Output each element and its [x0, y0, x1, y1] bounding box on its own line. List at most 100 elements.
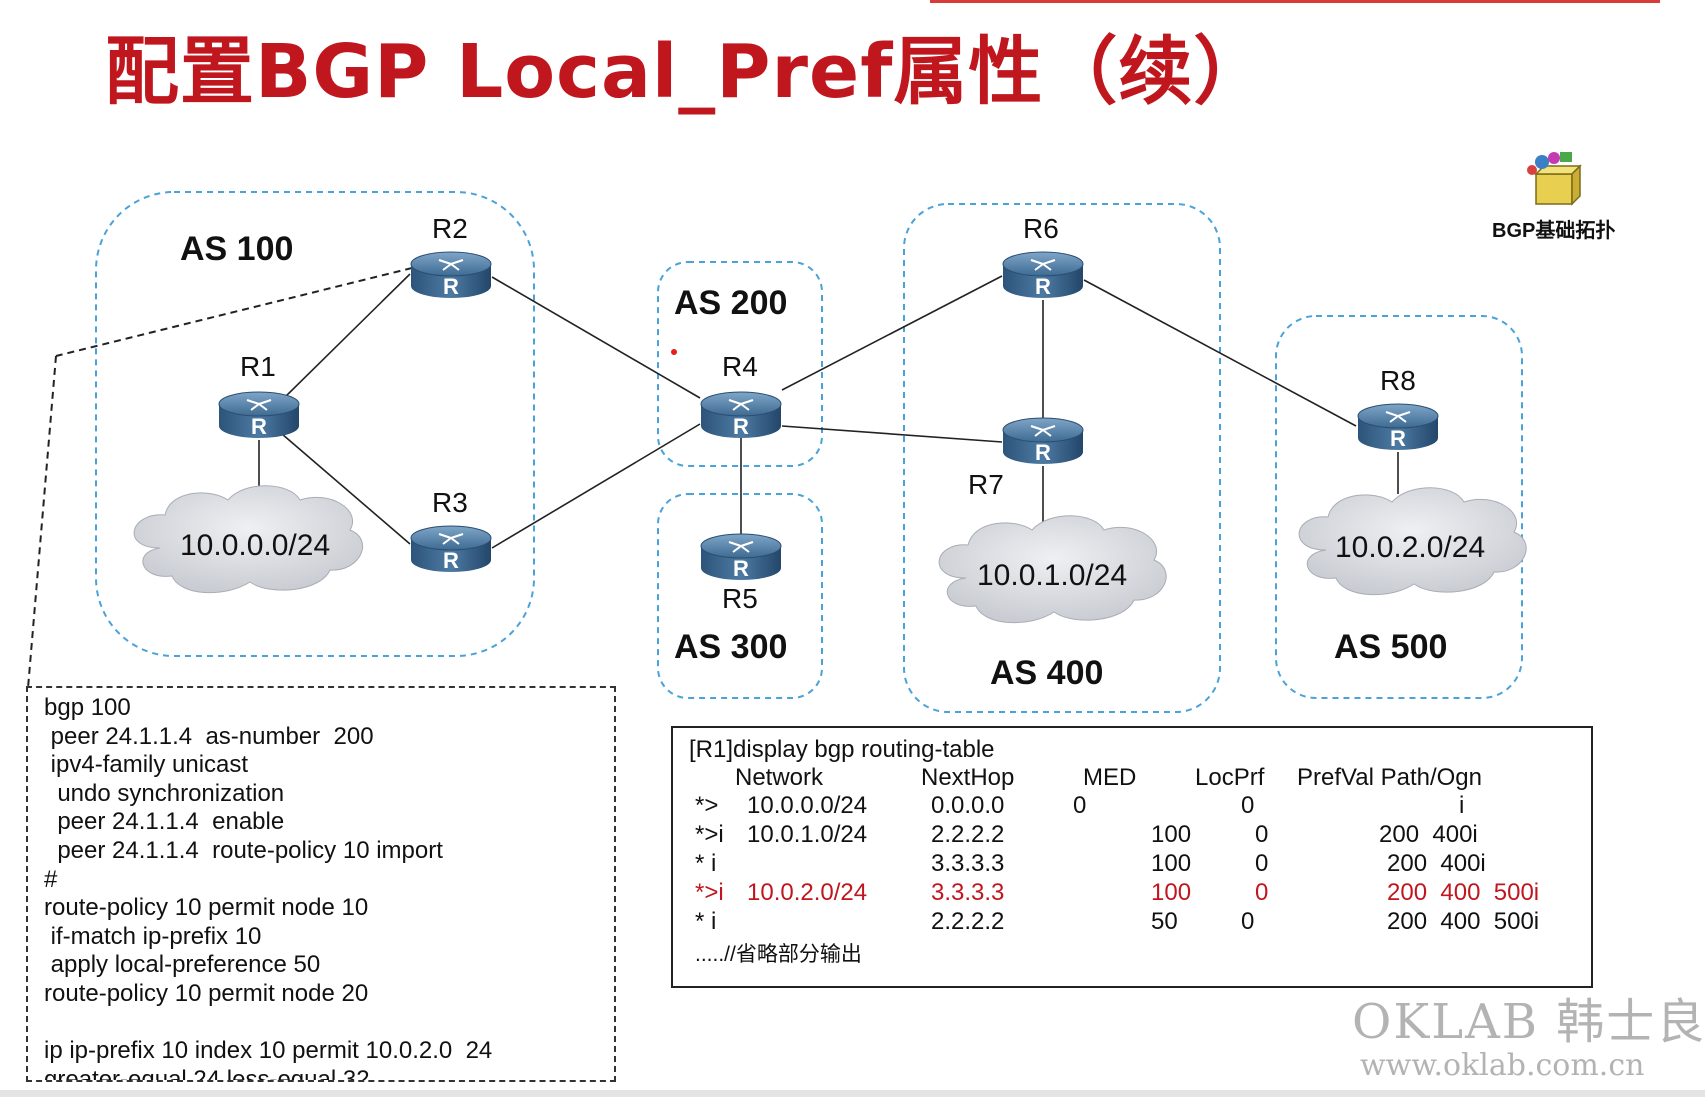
cloud-10-0-0-0	[133, 485, 363, 594]
router-r6-icon	[1002, 251, 1084, 300]
row-nexthop: 2.2.2.2	[931, 821, 1005, 848]
config-line: ip ip-prefix 10 index 10 permit 10.0.2.0…	[44, 1037, 493, 1065]
routing-table-command: [R1]display bgp routing-table	[689, 736, 995, 763]
router-r3-label: R3	[432, 487, 468, 518]
router-r1-label: R1	[240, 351, 276, 382]
as500-zone	[1275, 315, 1523, 699]
row-prefval-highlighted: 0	[1255, 879, 1269, 906]
config-line: greater-equal 24 less-equal 32	[44, 1065, 370, 1082]
header-prefval-path: PrefVal Path/Ogn	[1297, 764, 1482, 791]
router-r2-label: R2	[432, 213, 468, 244]
row-nexthop: 0.0.0.0	[931, 792, 1005, 819]
config-line: apply local-preference 50	[44, 951, 321, 979]
as100-label: AS 100	[180, 230, 293, 268]
router-r4-label: R4	[722, 351, 758, 382]
header-network: Network	[735, 764, 824, 791]
callout-line-top	[55, 267, 413, 357]
network-label-10-0-2-0: 10.0.2.0/24	[1335, 531, 1485, 564]
network-label-10-0-0-0: 10.0.0.0/24	[180, 529, 330, 562]
row-locprf-highlighted: 100	[1151, 879, 1192, 906]
config-line: route-policy 10 permit node 10	[44, 894, 369, 922]
as200-zone	[657, 261, 823, 467]
router-r4-icon	[700, 391, 782, 440]
laser-pointer-dot	[671, 349, 677, 355]
cloud-10-0-2-0	[1298, 487, 1527, 596]
row-status: *>	[695, 792, 719, 819]
row-nexthop: 2.2.2.2	[931, 908, 1005, 935]
as200-label: AS 200	[674, 284, 787, 322]
row-prefval: 0	[1255, 850, 1269, 877]
config-line: #	[44, 865, 58, 893]
row-network: 10.0.1.0/24	[747, 821, 868, 848]
header-locprf: LocPrf	[1195, 764, 1265, 791]
callout-line-left	[27, 355, 57, 689]
bottom-scrollbar-strip	[0, 1090, 1705, 1097]
row-prefval: 0	[1255, 821, 1269, 848]
package-icon[interactable]	[1522, 148, 1582, 210]
router-r7-icon	[1002, 417, 1084, 466]
config-line: undo synchronization	[44, 779, 285, 807]
as400-label: AS 400	[990, 654, 1103, 692]
row-locprf: 50	[1151, 908, 1178, 935]
routing-table-footer: .....//省略部分输出	[695, 943, 862, 966]
cloud-10-0-1-0	[938, 515, 1167, 624]
row-network: 10.0.0.0/24	[747, 792, 868, 819]
row-med: 0	[1073, 792, 1087, 819]
link-r4-r7	[781, 425, 1003, 443]
as500-label: AS 500	[1334, 628, 1447, 666]
routing-table-box: [R1]display bgp routing-table Network Ne…	[671, 726, 1593, 988]
watermark-url: www.oklab.com.cn	[1360, 1048, 1645, 1083]
config-line: peer 24.1.1.4 enable	[44, 808, 285, 836]
link-r2-r4	[491, 276, 701, 399]
row-path: 200 400 500i	[1387, 908, 1540, 935]
config-line: route-policy 10 permit node 20	[44, 979, 369, 1007]
config-line: bgp 100	[44, 694, 131, 721]
row-prefval: 0	[1241, 908, 1255, 935]
router-r2-icon	[410, 251, 492, 300]
row-status: *>i	[695, 821, 724, 848]
row-status: * i	[695, 908, 717, 935]
row-locprf: 100	[1151, 850, 1192, 877]
as400-zone	[903, 203, 1221, 713]
row-path: 200 400i	[1379, 821, 1478, 848]
row-network-highlighted: 10.0.2.0/24	[747, 879, 868, 906]
as300-zone	[657, 493, 823, 699]
as300-label: AS 300	[674, 628, 787, 666]
router-r8-label: R8	[1380, 365, 1416, 396]
config-line: if-match ip-prefix 10	[44, 922, 262, 950]
router-r7-label: R7	[968, 469, 1004, 500]
header-nexthop: NextHop	[921, 764, 1015, 791]
config-line	[44, 1009, 614, 1038]
link-r4-r6	[781, 275, 1003, 391]
router-r3-icon	[410, 525, 492, 574]
network-label-10-0-1-0: 10.0.1.0/24	[977, 559, 1127, 592]
row-path: i	[1459, 792, 1465, 819]
row-prefval: 0	[1241, 792, 1255, 819]
link-r1-r2	[281, 273, 411, 401]
slide-title: 配置BGP Local_Pref属性（续）	[105, 29, 1269, 115]
row-path-highlighted: 200 400 500i	[1387, 879, 1540, 906]
package-icon-label: BGP基础拓扑	[1492, 220, 1616, 242]
router-r1-icon	[218, 391, 300, 440]
router-r5-icon	[700, 533, 782, 582]
header-med: MED	[1083, 764, 1137, 791]
router-r8-icon	[1357, 403, 1439, 452]
router-r6-label: R6	[1023, 213, 1059, 244]
watermark-brand: OKLAB 韩士良	[1352, 994, 1705, 1050]
router-r5-label: R5	[722, 583, 758, 614]
top-accent-strip	[930, 0, 1660, 3]
link-r6-r8	[1083, 279, 1357, 427]
link-r1-r3	[281, 433, 411, 545]
config-line: peer 24.1.1.4 as-number 200	[44, 722, 374, 750]
row-nexthop-highlighted: 3.3.3.3	[931, 879, 1005, 906]
row-path: 200 400i	[1387, 850, 1486, 877]
link-r3-r4	[491, 423, 701, 549]
config-line: peer 24.1.1.4 route-policy 10 import	[44, 836, 443, 864]
row-nexthop: 3.3.3.3	[931, 850, 1005, 877]
row-locprf: 100	[1151, 821, 1192, 848]
row-status: * i	[695, 850, 717, 877]
config-line: ipv4-family unicast	[44, 751, 249, 779]
row-status-highlighted: *>i	[695, 879, 724, 906]
